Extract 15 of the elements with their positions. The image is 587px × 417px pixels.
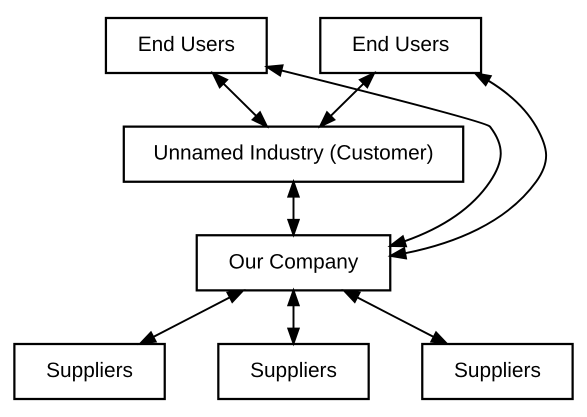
arrow	[138, 289, 246, 346]
node-box: Suppliers	[421, 342, 574, 400]
node-box: Our Company	[196, 234, 392, 292]
arrow	[264, 64, 502, 248]
node-box: Unnamed Industry (Customer)	[122, 126, 464, 183]
arrow	[286, 178, 300, 238]
node-box: Suppliers	[217, 342, 370, 400]
node-box: End Users	[104, 16, 268, 74]
arrow	[318, 71, 376, 129]
arrow	[210, 71, 270, 129]
arrow	[341, 289, 450, 346]
arrow	[388, 72, 548, 260]
arrow	[286, 288, 300, 346]
node-box: Suppliers	[13, 342, 166, 400]
node-box: End Users	[319, 16, 482, 74]
